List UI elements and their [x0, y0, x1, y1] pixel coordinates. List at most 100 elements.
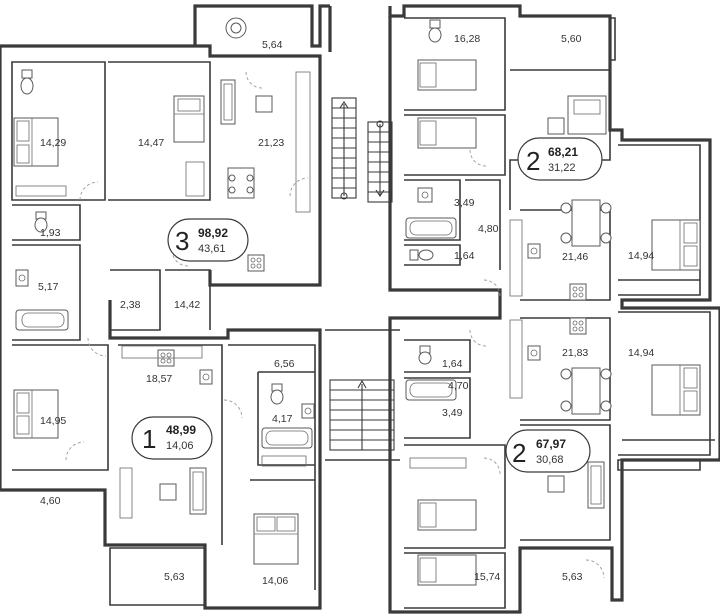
walls: [0, 4, 720, 614]
room-area-label: 21,23: [258, 137, 284, 149]
sink-icon: [301, 403, 315, 419]
stove-icon: [569, 283, 587, 301]
toilet-icon: [34, 211, 48, 233]
room-area-label: 15,74: [474, 571, 500, 583]
stair-arrow-icon: [357, 379, 367, 389]
room-area-label: 4,70: [448, 380, 469, 392]
room-area-label: 2,38: [120, 299, 141, 311]
badge-living-area: 43,61: [198, 243, 226, 255]
badge-total-area: 48,99: [166, 423, 196, 437]
dining-table-icon: [560, 199, 612, 247]
room-area-label: 5,63: [562, 571, 583, 583]
wardrobe: [409, 457, 467, 469]
toilet-icon: [428, 19, 442, 43]
dining-table-icon: [225, 17, 247, 39]
bathtub-icon: [405, 217, 457, 239]
room-area-label: 14,95: [40, 415, 66, 427]
wardrobe: [15, 185, 67, 197]
bathtub-icon: [261, 427, 313, 449]
dining-table-icon: [560, 367, 612, 415]
room-area-label: 1,64: [454, 250, 475, 262]
room-area-label: 3,49: [454, 197, 475, 209]
bathtub-icon: [15, 309, 69, 331]
room-area-label: 1,64: [442, 358, 463, 370]
armchair-icon: [255, 95, 273, 113]
room-area-label: 14,47: [138, 137, 164, 149]
room-area-label: 6,56: [274, 358, 295, 370]
sofa-icon: [567, 95, 607, 135]
room-area-label: 1,93: [40, 227, 61, 239]
armchair-icon: [547, 117, 565, 135]
room-area-label: 14,94: [628, 250, 654, 262]
stove-icon: [247, 254, 265, 272]
bathtub-icon: [405, 379, 457, 401]
badge-total-area: 67,97: [536, 437, 566, 451]
apartment-badge: 2 67,97 30,68: [505, 429, 591, 473]
apartment-badge: 3 98,92 43,61: [167, 218, 249, 262]
badge-living-area: 30,68: [536, 454, 564, 466]
sink-icon: [199, 369, 213, 385]
room-area-label: 14,06: [262, 575, 288, 587]
bed-icon: [651, 219, 701, 271]
room-area-label: 14,29: [40, 137, 66, 149]
armchair-icon: [547, 475, 565, 493]
room-area-labels: 5,64 16,28 5,60 14,29 14,47 21,23 1,93 5…: [38, 33, 654, 587]
toilet-icon: [409, 249, 434, 261]
badge-rooms-count: 1: [142, 424, 156, 454]
dining-table-icon: [227, 167, 255, 199]
room-area-label: 4,60: [40, 495, 61, 507]
sink-icon: [417, 187, 433, 203]
room-area-label: 14,42: [174, 299, 200, 311]
toilet-icon: [270, 383, 284, 405]
room-area-label: 4,17: [272, 413, 293, 425]
bed-icon: [417, 117, 477, 149]
toilet-icon: [418, 345, 432, 365]
sofa-icon: [587, 461, 605, 509]
badge-total-area: 68,21: [548, 145, 578, 159]
room-area-label: 5,63: [164, 571, 185, 583]
badge-rooms-count: 2: [512, 438, 526, 468]
stair-arrow-icon: [375, 189, 385, 197]
bed-icon: [13, 389, 59, 439]
bed-icon: [173, 95, 205, 143]
toilet-icon: [20, 69, 34, 95]
kitchen-counter: [509, 219, 523, 297]
sink-icon: [15, 269, 29, 287]
sink-icon: [527, 243, 541, 259]
sofa-icon: [220, 79, 236, 125]
room-area-label: 21,83: [562, 347, 588, 359]
kitchen-counter: [295, 71, 311, 213]
bed-icon: [417, 554, 477, 586]
furniture: [13, 17, 701, 586]
wardrobe: [185, 161, 205, 197]
room-area-label: 3,49: [442, 407, 463, 419]
sofa-icon: [189, 467, 207, 515]
room-area-label: 18,57: [146, 373, 172, 385]
bed-icon: [651, 364, 701, 416]
kitchen-counter: [121, 345, 203, 359]
room-area-label: 5,60: [561, 33, 582, 45]
apartment-badge: 2 68,21 31,22: [517, 137, 603, 181]
badge-total-area: 98,92: [198, 226, 228, 240]
room-area-label: 5,17: [38, 281, 59, 293]
badge-rooms-count: 3: [175, 226, 189, 256]
badge-rooms-count: 2: [526, 146, 540, 176]
stove-icon: [569, 317, 587, 335]
room-area-label: 14,94: [628, 347, 654, 359]
badge-living-area: 14,06: [166, 440, 194, 452]
kitchen-counter: [509, 319, 523, 399]
staircase: [325, 97, 400, 461]
room-area-label: 5,64: [262, 39, 283, 51]
wardrobe: [119, 467, 133, 519]
room-area-label: 16,28: [454, 33, 480, 45]
bed-icon: [253, 513, 299, 565]
badge-living-area: 31,22: [548, 162, 576, 174]
armchair-icon: [159, 483, 177, 501]
stair-arrow-icon: [339, 101, 349, 109]
bed-icon: [417, 59, 477, 91]
wardrobe: [261, 455, 307, 467]
bed-icon: [417, 499, 477, 531]
room-area-label: 4,80: [478, 223, 499, 235]
apartment-badge: 1 48,99 14,06: [131, 416, 213, 460]
